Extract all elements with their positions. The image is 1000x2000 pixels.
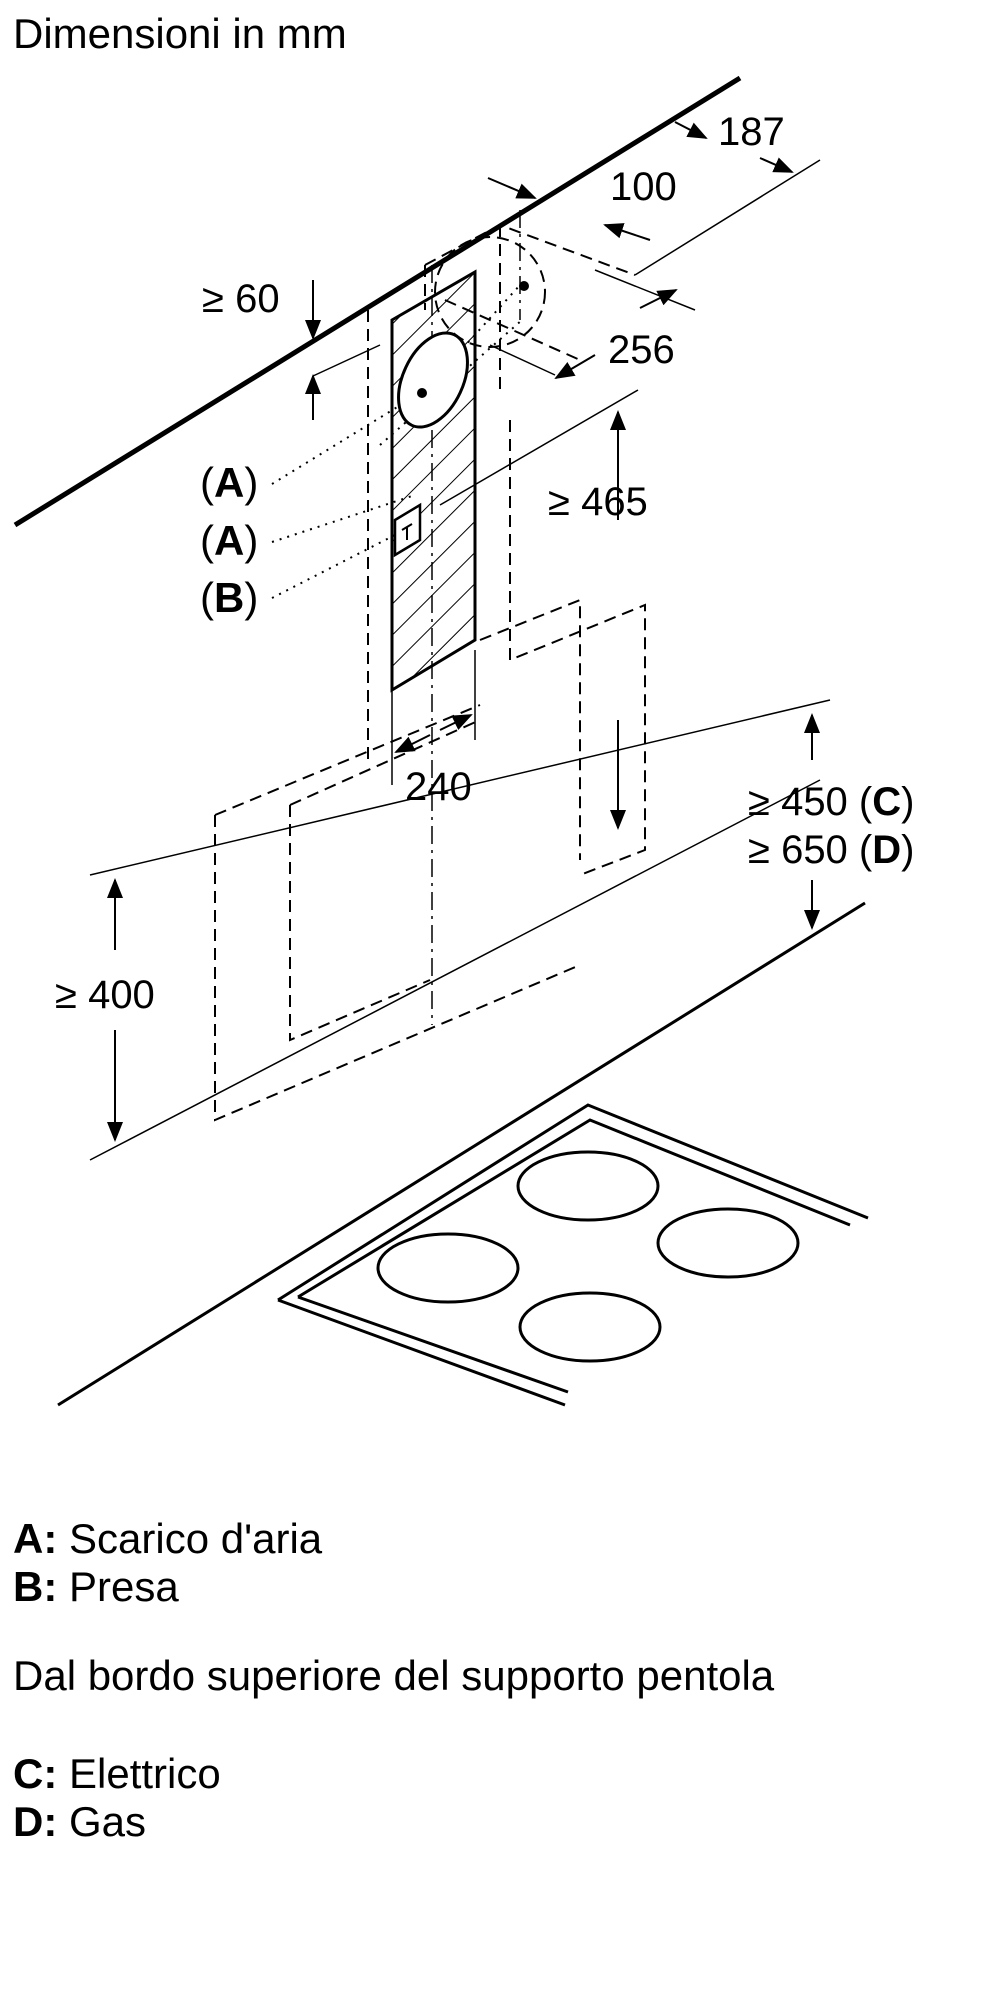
dim-ref-line bbox=[89, 779, 821, 1161]
dimension-arrow bbox=[639, 289, 678, 309]
dim-ref-line bbox=[594, 269, 696, 311]
legend-bottom: C: Elettrico D: Gas bbox=[13, 1750, 221, 1846]
dimension-arrow bbox=[759, 157, 794, 173]
dimension-arrow bbox=[603, 223, 651, 241]
installation-diagram: 187 100 ≥ 60 256 ≥ 465 240 ≥ 400 ≥ 450 (… bbox=[13, 75, 914, 1407]
hob-burner-icon bbox=[518, 1291, 662, 1363]
legend-item: D: Gas bbox=[13, 1798, 147, 1845]
dim-256-label: 256 bbox=[608, 328, 675, 372]
dim-465-label: ≥ 465 bbox=[548, 480, 648, 524]
dim-240-label: 240 bbox=[405, 765, 472, 809]
socket-icon bbox=[393, 502, 422, 558]
dimension-arrow bbox=[674, 121, 708, 139]
callout-b-socket: (B) bbox=[200, 574, 258, 621]
page-title: Dimensioni in mm bbox=[13, 10, 347, 57]
dimension-arrow bbox=[394, 734, 431, 753]
callout-leader bbox=[271, 284, 523, 599]
legend-item: C: Elettrico bbox=[13, 1750, 221, 1797]
dimension-arrow bbox=[439, 714, 473, 731]
hob bbox=[277, 1103, 869, 1407]
chimney-outline bbox=[214, 223, 646, 1122]
dim-187-label: 187 bbox=[718, 110, 785, 154]
dim-60-label: ≥ 60 bbox=[202, 277, 280, 321]
worktop-line bbox=[57, 901, 866, 1407]
dim-ref-line bbox=[89, 699, 831, 876]
dimension-arrow bbox=[487, 177, 537, 199]
dim-450-label: ≥ 450 (C) bbox=[748, 780, 914, 824]
callout-a-outlet: (A) bbox=[200, 517, 258, 564]
height-note: Dal bordo superiore del supporto pentola bbox=[13, 1652, 775, 1699]
ceiling-line bbox=[13, 75, 742, 528]
dim-100-label: 100 bbox=[610, 165, 677, 209]
dimension-arrow bbox=[554, 354, 596, 380]
dim-ref-line bbox=[634, 159, 821, 276]
hob-burner-icon bbox=[376, 1232, 520, 1304]
legend-top: A: Scarico d'aria B: Presa bbox=[13, 1515, 322, 1611]
callout-a-outlet: (A) bbox=[200, 459, 258, 506]
hob-burner-icon bbox=[516, 1150, 660, 1222]
legend-item: A: Scarico d'aria bbox=[13, 1515, 323, 1562]
hob-burner-icon bbox=[656, 1207, 800, 1279]
duct-zone bbox=[390, 269, 529, 693]
dim-650-label: ≥ 650 (D) bbox=[748, 828, 914, 872]
dim-ref-line bbox=[312, 344, 381, 377]
dim-400-label: ≥ 400 bbox=[55, 973, 155, 1017]
legend-item: B: Presa bbox=[13, 1563, 179, 1610]
